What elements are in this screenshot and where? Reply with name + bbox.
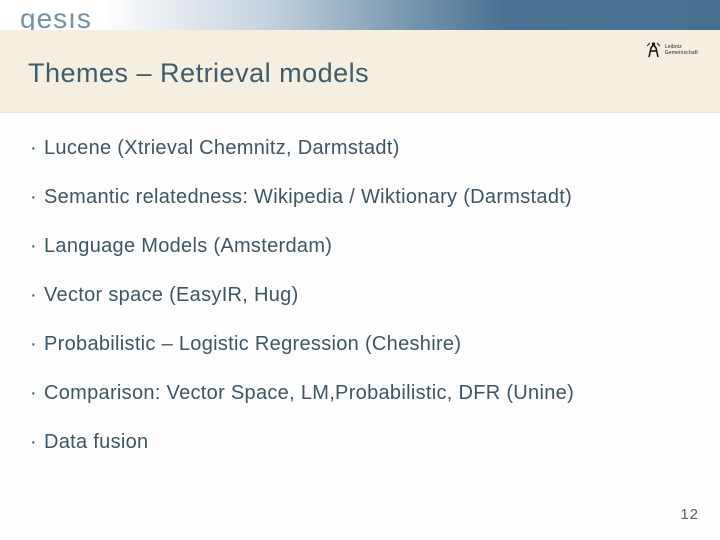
bullet-text: Comparison: Vector Space, LM,Probabilist…: [44, 382, 575, 404]
bullet-icon: ·: [30, 235, 37, 257]
bullet-icon: ·: [30, 284, 37, 306]
gesis-logo: gesıs: [20, 3, 92, 35]
title-band: [0, 30, 720, 113]
list-item: · Vector space (EasyIR, Hug): [30, 283, 690, 307]
leibniz-logo-text: Leibniz Gemeinschaft: [664, 44, 698, 56]
bullet-icon: ·: [30, 186, 37, 208]
list-item: · Lucene (Xtrieval Chemnitz, Darmstadt): [30, 136, 690, 160]
page-number: 12: [680, 506, 699, 523]
bullet-icon: ·: [30, 431, 37, 453]
bullet-text: Vector space (EasyIR, Hug): [44, 284, 299, 306]
list-item: · Semantic relatedness: Wikipedia / Wikt…: [30, 185, 690, 209]
bullet-text: Semantic relatedness: Wikipedia / Wiktio…: [44, 186, 573, 208]
top-gradient-bar: [0, 0, 720, 30]
leibniz-logo: Leibniz Gemeinschaft: [646, 42, 698, 58]
bullet-icon: ·: [30, 137, 37, 159]
list-item: · Language Models (Amsterdam): [30, 234, 690, 258]
page-title: Themes – Retrieval models: [28, 58, 370, 88]
bullet-text: Probabilistic – Logistic Regression (Che…: [44, 333, 462, 355]
bullet-text: Language Models (Amsterdam): [44, 235, 333, 257]
list-item: · Data fusion: [30, 430, 690, 454]
list-item: · Probabilistic – Logistic Regression (C…: [30, 332, 690, 356]
gesis-logo-text: gesıs: [20, 3, 92, 34]
bullet-text: Lucene (Xtrieval Chemnitz, Darmstadt): [44, 137, 400, 159]
bullet-text: Data fusion: [44, 431, 149, 453]
leibniz-figure-icon: [646, 42, 661, 58]
bullet-icon: ·: [30, 382, 37, 404]
bullet-icon: ·: [30, 333, 37, 355]
list-item: · Comparison: Vector Space, LM,Probabili…: [30, 381, 690, 405]
bullet-list: · Lucene (Xtrieval Chemnitz, Darmstadt) …: [30, 136, 690, 479]
